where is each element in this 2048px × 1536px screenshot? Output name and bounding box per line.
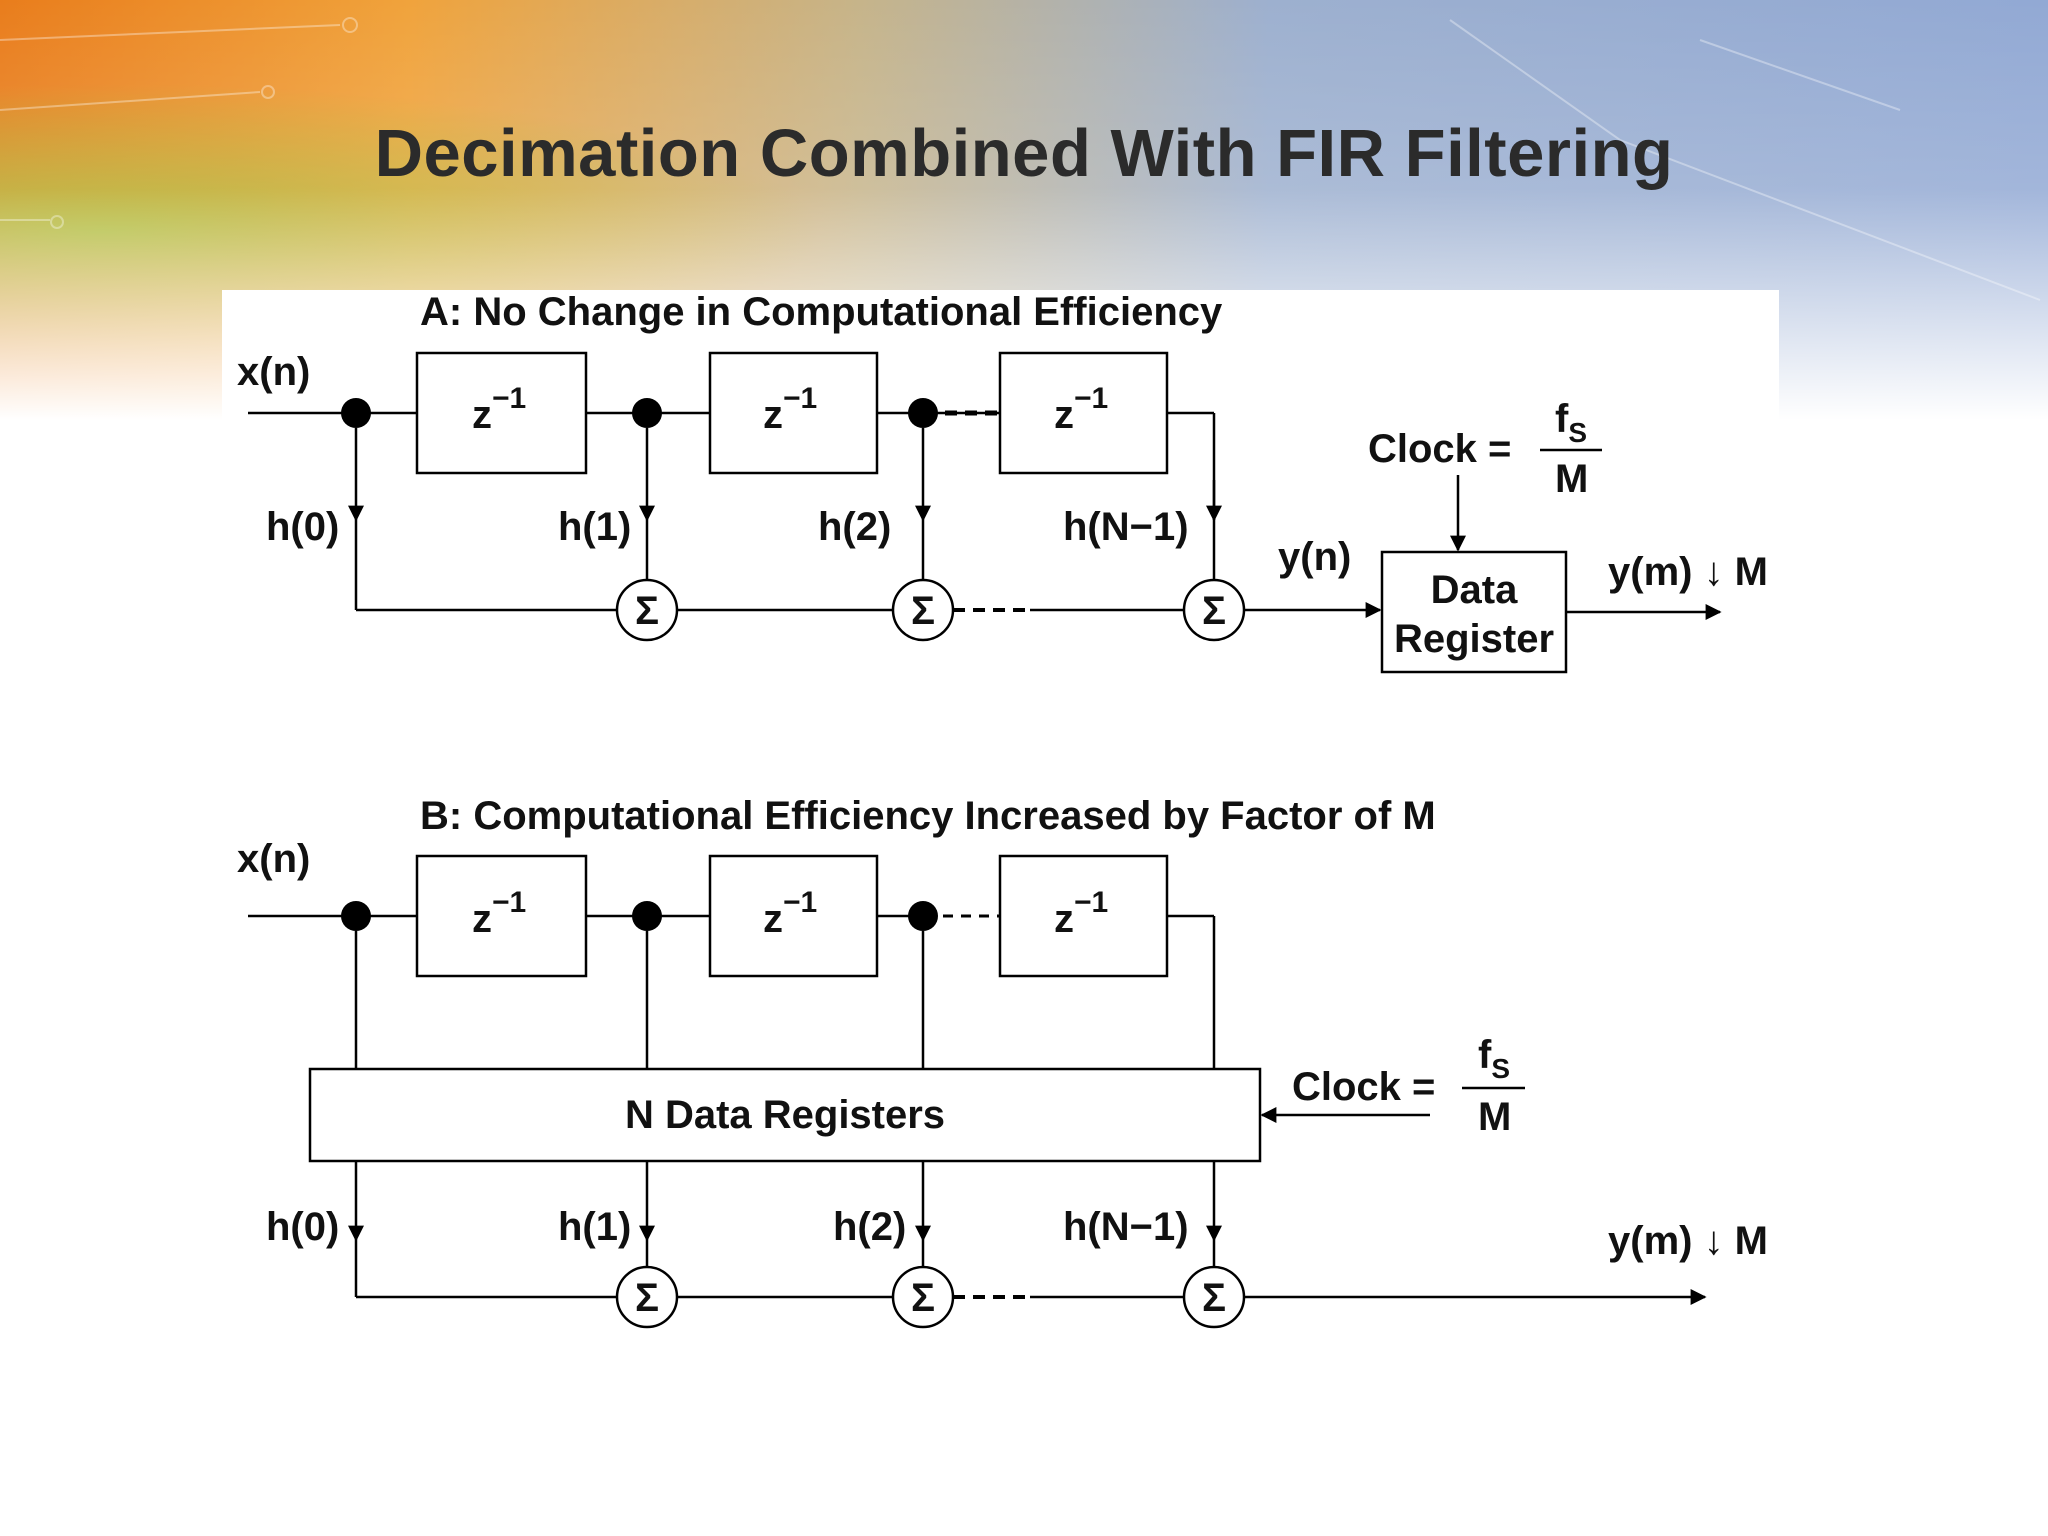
slide-title: Decimation Combined With FIR Filtering — [374, 116, 1674, 191]
section-a-clock-label: Clock = — [1368, 427, 1511, 471]
svg-text:Register: Register — [1394, 617, 1554, 661]
section-b: B: Computational Efficiency Increased by… — [237, 794, 1768, 1329]
svg-text:Σ: Σ — [1202, 589, 1226, 633]
section-b-tap-node-2 — [908, 901, 938, 931]
section-b-tap-node-0 — [341, 901, 371, 931]
section-b-clock-label: Clock = — [1292, 1065, 1435, 1109]
section-a-input-label: x(n) — [237, 350, 310, 394]
section-b-decimated-output: y(m) ↓ M — [1608, 1219, 1768, 1263]
section-b-delay-n: z−1 — [998, 854, 1169, 978]
svg-text:M: M — [1555, 457, 1588, 501]
section-a-sum-1: Σ — [615, 578, 679, 642]
svg-text:Σ: Σ — [635, 589, 659, 633]
section-b-tap-h2: h(2) — [833, 1205, 906, 1249]
section-b-sum-1: Σ — [615, 1265, 679, 1329]
svg-text:z−1: z−1 — [472, 886, 526, 941]
svg-text:z−1: z−1 — [472, 382, 526, 437]
svg-text:Σ: Σ — [1202, 1276, 1226, 1320]
section-a-delay-2: z−1 — [708, 351, 879, 475]
section-a-delay-1: z−1 — [415, 351, 588, 475]
section-a-tap-lines — [348, 428, 1222, 610]
section-a-sum-2: Σ — [891, 578, 955, 642]
svg-text:Σ: Σ — [635, 1276, 659, 1320]
section-a-data-register: Data Register — [1380, 550, 1568, 674]
section-a-tap-hn: h(N−1) — [1063, 505, 1189, 549]
svg-text:fS: fS — [1478, 1033, 1510, 1084]
svg-text:fS: fS — [1555, 397, 1587, 448]
svg-text:Σ: Σ — [911, 1276, 935, 1320]
svg-text:z−1: z−1 — [1054, 886, 1108, 941]
svg-text:Σ: Σ — [911, 589, 935, 633]
section-b-clock-fraction: fS M — [1462, 1033, 1525, 1139]
section-a-tap-h1: h(1) — [558, 505, 631, 549]
svg-text:N Data Registers: N Data Registers — [625, 1093, 945, 1137]
section-a-title: A: No Change in Computational Efficiency — [420, 290, 1223, 334]
svg-text:Data: Data — [1431, 568, 1518, 612]
section-b-input-label: x(n) — [237, 837, 310, 881]
section-a-decimated-output: y(m) ↓ M — [1608, 550, 1768, 594]
section-b-delay-1: z−1 — [415, 854, 588, 978]
section-b-tap-h0: h(0) — [266, 1205, 339, 1249]
section-a-tap-h0: h(0) — [266, 505, 339, 549]
section-b-tap-hn: h(N−1) — [1063, 1205, 1189, 1249]
svg-text:z−1: z−1 — [1054, 382, 1108, 437]
section-a-clock-fraction: fS M — [1540, 397, 1602, 501]
section-b-title: B: Computational Efficiency Increased by… — [420, 794, 1436, 838]
section-b-delay-2: z−1 — [708, 854, 879, 978]
section-b-sum-2: Σ — [891, 1265, 955, 1329]
svg-text:M: M — [1478, 1095, 1511, 1139]
section-a-tap-node-2 — [908, 398, 938, 428]
section-b-tap-lines-lower — [348, 1161, 1222, 1297]
section-b-sum-n: Σ — [1182, 1265, 1246, 1329]
section-a-tap-h2: h(2) — [818, 505, 891, 549]
section-a-output-yn: y(n) — [1278, 535, 1351, 579]
svg-text:z−1: z−1 — [763, 886, 817, 941]
section-b-tap-lines-upper — [354, 931, 925, 1069]
section-a-sum-n: Σ — [1182, 578, 1246, 642]
section-a: A: No Change in Computational Efficiency… — [237, 290, 1768, 674]
section-a-tap-node-0 — [341, 398, 371, 428]
section-b-tap-h1: h(1) — [558, 1205, 631, 1249]
section-a-tap-node-1 — [632, 398, 662, 428]
section-a-delay-n: z−1 — [998, 351, 1169, 475]
svg-text:z−1: z−1 — [763, 382, 817, 437]
section-b-tap-node-1 — [632, 901, 662, 931]
section-b-data-registers: N Data Registers — [308, 1067, 1262, 1163]
